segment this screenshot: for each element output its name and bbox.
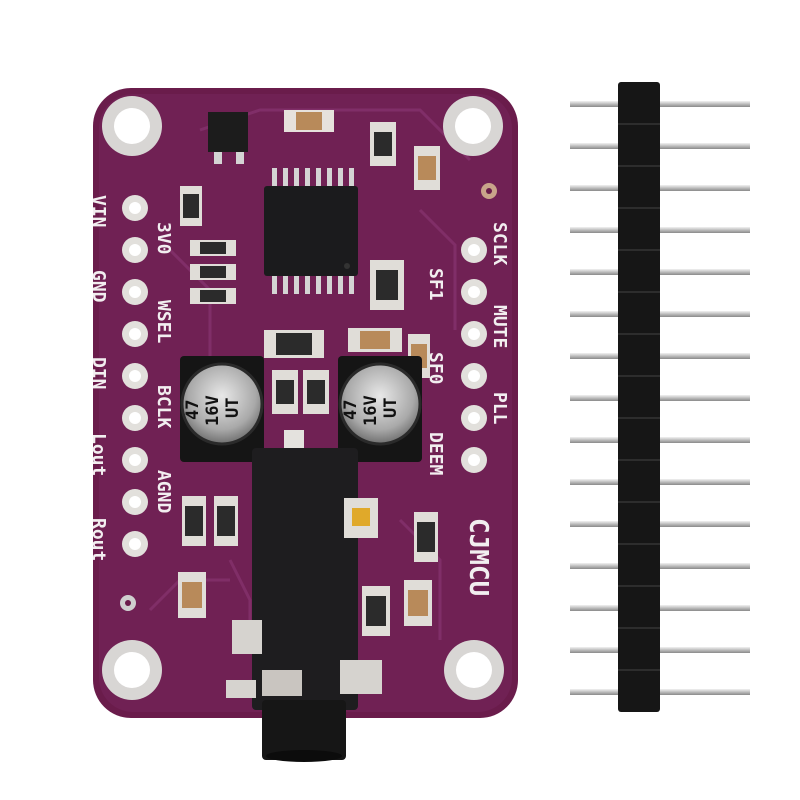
left-pin-labels: VIN 3V0 GND WSEL DIN BCLK Lout AGND Rout <box>88 195 174 561</box>
pin-label-bclk: BCLK <box>153 385 174 429</box>
right-pin-labels: SCLK SF1 MUTE SF0 PLL DEEM CJMCU <box>425 222 510 596</box>
pin-label-pll: PLL <box>489 392 510 425</box>
pin-label-vin: VIN <box>88 195 109 228</box>
smd-components <box>178 110 440 636</box>
pin-label-sf0: SF0 <box>425 352 446 385</box>
cap-left-voltage: 16V <box>203 395 223 426</box>
pin-label-wsel: WSEL <box>153 300 174 344</box>
pin-label-sclk: SCLK <box>489 222 510 266</box>
audio-jack-icon <box>226 430 382 762</box>
pin-label-agnd: AGND <box>153 470 174 514</box>
cap-right-value: 47 <box>341 400 361 420</box>
board-name-label: CJMCU <box>463 518 493 596</box>
left-pin-pads <box>122 195 148 557</box>
right-pin-pads <box>461 237 487 473</box>
cap-left-value: 47 <box>183 400 203 420</box>
pin-label-rout: Rout <box>88 518 109 561</box>
pin-label-lout: Lout <box>88 433 109 476</box>
pin-label-deem: DEEM <box>425 432 446 476</box>
cap-right-series: UT <box>381 398 401 418</box>
pin-label-sf1: SF1 <box>425 268 446 301</box>
pin-label-3v0: 3V0 <box>153 222 174 255</box>
mounting-holes <box>102 96 504 700</box>
pin-header-icon <box>570 82 750 712</box>
pin-label-gnd: GND <box>88 270 109 303</box>
electrolytic-capacitor-icon: 47 16V UT 47 16V UT <box>180 356 422 462</box>
pin-label-din: DIN <box>88 357 109 390</box>
cap-right-voltage: 16V <box>361 395 381 426</box>
ic-chip-icon <box>264 168 358 294</box>
cap-left-series: UT <box>223 398 243 418</box>
pin-label-mute: MUTE <box>489 305 510 348</box>
